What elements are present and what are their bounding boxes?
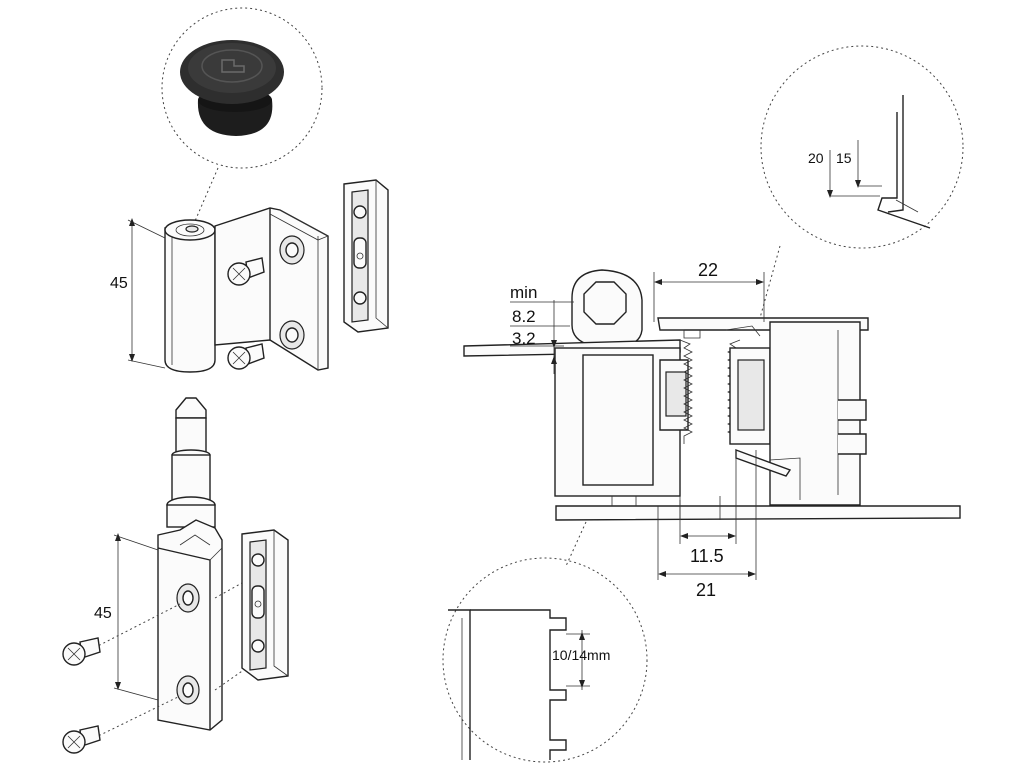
min-gap-dimension: [510, 300, 574, 374]
detail-dimension-10-14mm: 10/14mm: [552, 647, 610, 663]
lower-hinge: [62, 397, 259, 754]
detail-dimension-20: 20: [808, 150, 824, 166]
gap-top-label: 8.2: [512, 307, 536, 326]
top-detail-callout: [759, 45, 964, 319]
bottom-detail-callout: [442, 521, 648, 763]
dim-label-22: 22: [698, 260, 718, 280]
upper-hinge-height-label: 45: [110, 275, 128, 292]
detail-dimension-15: 15: [836, 150, 852, 166]
gap-bottom-label: 3.2: [512, 329, 536, 348]
lower-hinge-height-label: 45: [94, 605, 112, 622]
screw: [227, 343, 265, 370]
screw: [227, 257, 265, 286]
lower-mounting-plate: [241, 529, 289, 681]
profile-cross-section: [463, 269, 961, 521]
dim-label-11-5: 11.5: [690, 546, 724, 566]
cap-detail-callout: [161, 7, 323, 229]
screw: [62, 637, 101, 666]
upper-mounting-plate: [343, 179, 389, 333]
black-cap-image: [180, 40, 284, 136]
upper-hinge: [127, 207, 329, 373]
screw: [62, 725, 101, 754]
min-label: min: [510, 283, 537, 302]
bottom-dimensions: [657, 450, 757, 580]
dimension-22: [653, 272, 765, 322]
dim-label-21: 21: [696, 580, 716, 600]
